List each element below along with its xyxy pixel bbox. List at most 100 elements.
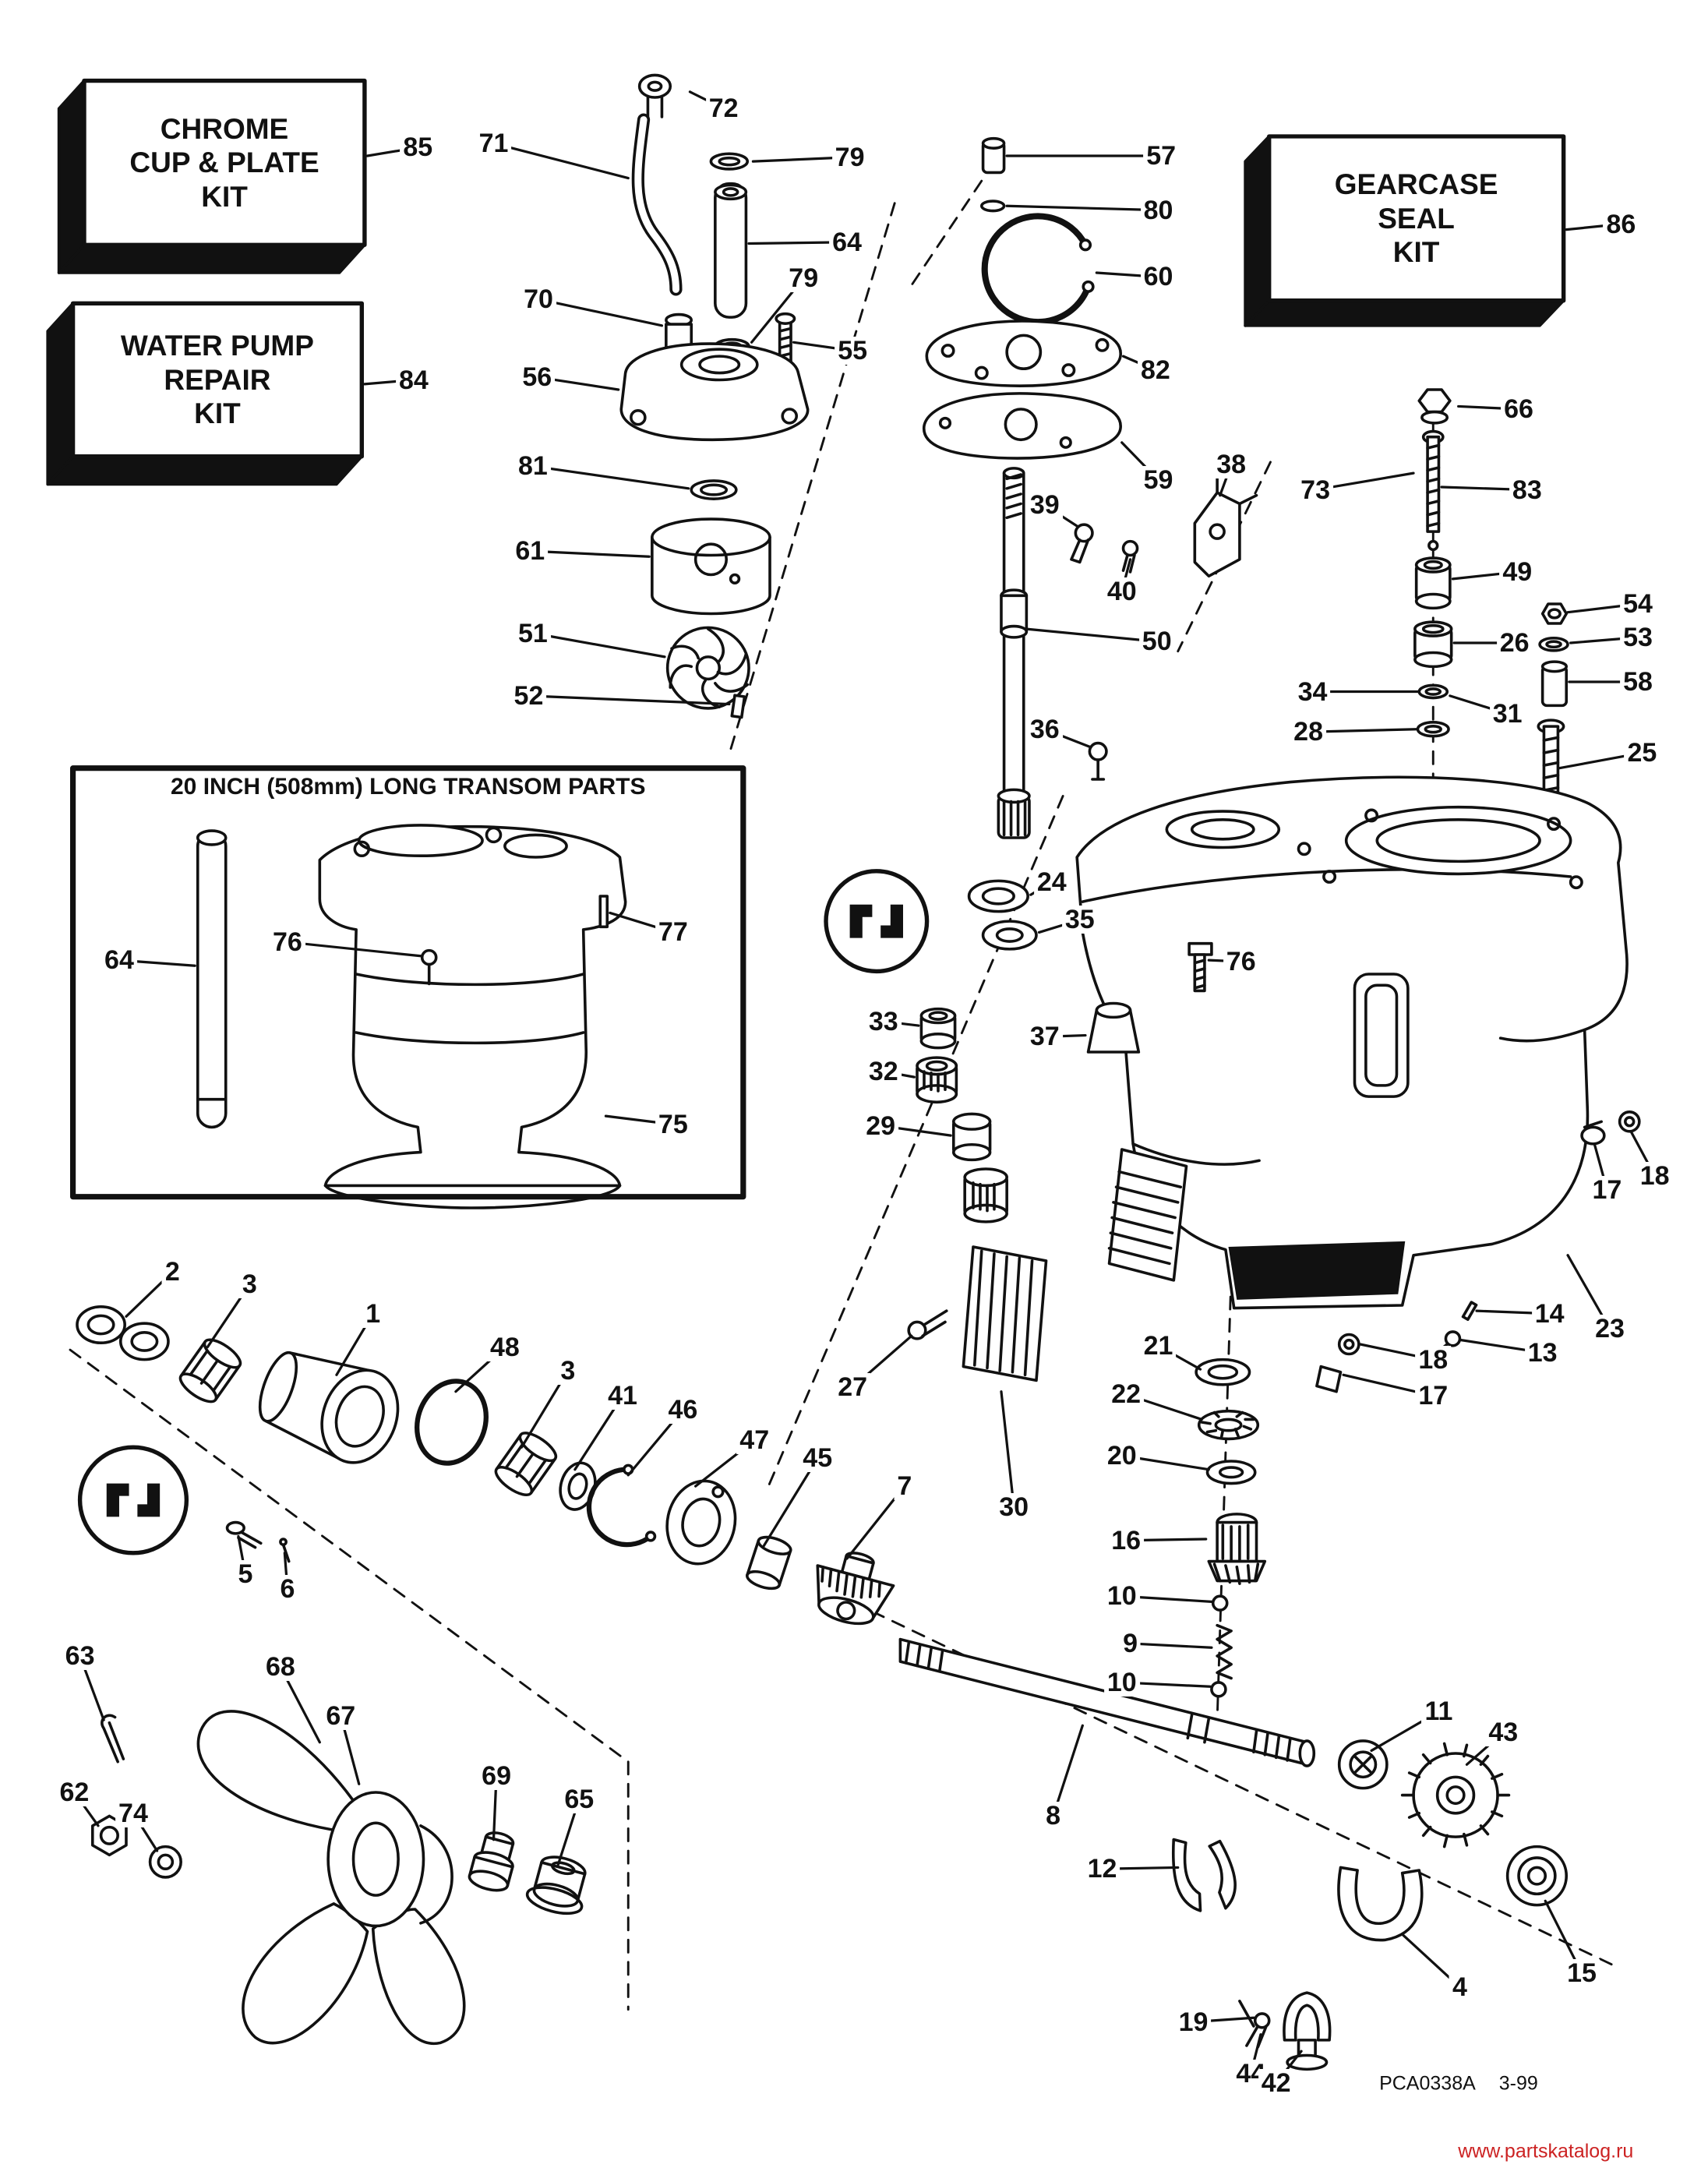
part-callout-76: 76 [270,927,305,956]
part-callout-43: 43 [1485,1718,1522,1747]
part-callout-17: 17 [1415,1382,1452,1411]
part-callout-21: 21 [1140,1331,1177,1360]
part-callout-27: 27 [835,1373,871,1402]
part-callout-50: 50 [1138,627,1175,656]
part-callout-11: 11 [1421,1697,1456,1726]
anode-bracket [1193,474,1258,578]
drawing-rev: 3-99 [1498,2072,1538,2095]
part-callout-16: 16 [1108,1526,1145,1555]
part-callout-81: 81 [514,452,551,481]
part-callout-41: 41 [605,1382,640,1411]
part-callout-7: 7 [894,1472,916,1501]
part-callout-13: 13 [1524,1338,1561,1367]
part-callout-34: 34 [1294,677,1331,706]
part-callout-68: 68 [263,1653,298,1682]
manufacturer-logo-icon [77,869,930,1555]
part-callout-8: 8 [1043,1802,1064,1831]
part-callout-38: 38 [1213,450,1250,479]
gearcase-seal-kit-box [1244,134,1566,327]
part-callout-24: 24 [1033,868,1070,897]
part-callout-14: 14 [1531,1299,1568,1328]
part-callout-19: 19 [1175,2007,1212,2036]
propeller-group [90,1710,587,2046]
part-callout-77: 77 [655,918,691,947]
part-callout-10: 10 [1103,1582,1140,1611]
part-callout-66: 66 [1501,395,1537,423]
drawing-code: PCA0338A [1379,2072,1476,2095]
part-callout-33: 33 [865,1007,902,1036]
part-callout-4: 4 [1449,1973,1470,2001]
part-callout-76: 76 [1223,947,1259,976]
part-callout-39: 39 [1026,491,1063,520]
gearcase-housing [1075,775,1641,1393]
part-callout-6: 6 [277,1575,298,1604]
driveshaft-gasket-group [923,136,1122,460]
prop-shaft [898,1637,1316,1767]
part-callout-25: 25 [1624,739,1660,768]
water-pump-repair-kit-box [46,301,365,486]
part-callout-79: 79 [785,264,822,293]
part-callout-64: 64 [829,228,865,256]
part-callout-75: 75 [655,1110,691,1139]
chrome-cup-plate-kit-box [57,78,367,274]
part-callout-57: 57 [1143,142,1180,170]
part-callout-63: 63 [62,1642,98,1670]
part-callout-45: 45 [799,1444,836,1473]
part-callout-46: 46 [665,1395,701,1424]
part-callout-62: 62 [56,1778,93,1806]
driveshaft [997,467,1139,839]
part-callout-52: 52 [510,681,547,710]
vent-plug-column [1413,388,1569,823]
part-callout-70: 70 [521,284,556,313]
part-callout-64: 64 [101,946,137,975]
part-callout-59: 59 [1140,466,1177,495]
part-callout-54: 54 [1620,590,1656,618]
part-callout-86: 86 [1603,210,1639,238]
watermark-url: www.partskatalog.ru [1458,2140,1634,2163]
part-callout-30: 30 [996,1492,1032,1521]
part-callout-32: 32 [865,1057,902,1086]
part-callout-49: 49 [1499,557,1536,586]
part-callout-15: 15 [1564,1959,1600,1988]
part-callout-26: 26 [1496,629,1533,657]
part-callout-61: 61 [512,537,549,566]
part-callout-36: 36 [1026,715,1063,743]
transom-box-title: 20 INCH (508mm) LONG TRANSOM PARTS [171,773,646,800]
part-callout-31: 31 [1489,700,1526,729]
part-callout-79: 79 [831,143,868,171]
part-callout-3: 3 [238,1270,260,1299]
part-callout-82: 82 [1138,355,1173,384]
part-callout-84: 84 [395,365,432,394]
drawing-number: PCA0338A 3-99 [1379,2073,1538,2095]
part-callout-35: 35 [1061,906,1098,934]
rear-bearing-gear-group [1337,1739,1569,1907]
part-callout-58: 58 [1620,668,1656,696]
part-callout-60: 60 [1140,263,1177,291]
clutch-shift-parts [1171,1838,1424,2071]
pinion-gear-stack [1195,1358,1267,1698]
part-callout-73: 73 [1297,475,1333,504]
part-callout-48: 48 [486,1333,523,1361]
part-callout-85: 85 [400,133,436,162]
part-callout-1: 1 [362,1299,384,1328]
part-callout-67: 67 [323,1701,359,1730]
part-callout-20: 20 [1103,1441,1140,1470]
part-callout-22: 22 [1108,1380,1145,1409]
part-callout-83: 83 [1509,475,1545,504]
part-callout-47: 47 [736,1426,773,1455]
part-callout-9: 9 [1120,1629,1141,1658]
part-callout-72: 72 [705,94,742,123]
part-callout-5: 5 [235,1559,256,1588]
part-callout-69: 69 [478,1761,514,1790]
part-callout-29: 29 [863,1111,899,1140]
part-callout-40: 40 [1103,577,1140,606]
bearing-carrier-group [76,1305,792,1591]
part-callout-55: 55 [835,337,871,365]
part-callout-23: 23 [1592,1315,1628,1343]
water-intake-screens [907,1148,1188,1382]
forward-gear [816,1552,895,1626]
part-callout-18: 18 [1415,1345,1452,1374]
transom-extension-housing [196,824,627,1209]
